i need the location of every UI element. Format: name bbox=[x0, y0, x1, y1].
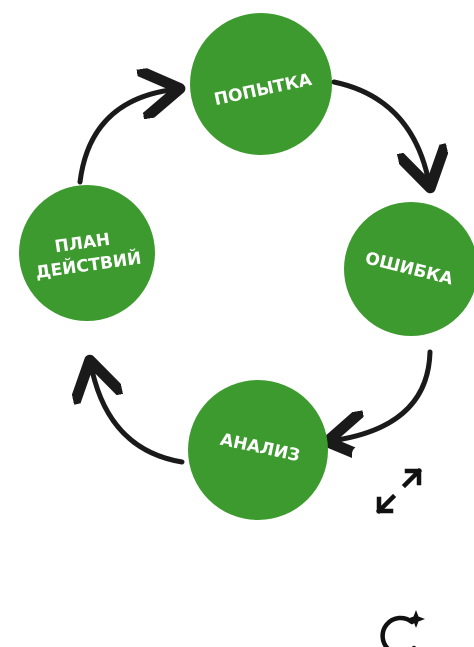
node-plan-circle bbox=[19, 185, 155, 321]
expand-button[interactable] bbox=[352, 446, 446, 536]
refresh-sparkle-icon bbox=[380, 610, 425, 647]
refresh-button[interactable] bbox=[360, 608, 440, 647]
node-error: ОШИБКА bbox=[344, 202, 474, 336]
node-attempt-circle bbox=[190, 13, 332, 155]
node-error-circle bbox=[344, 202, 474, 336]
arrow-attempt-to-error bbox=[331, 79, 428, 178]
arrow-error-to-analysis bbox=[337, 349, 433, 440]
expand-arrows-icon bbox=[375, 467, 423, 515]
arrow-analysis-to-plan bbox=[92, 370, 185, 465]
arrow-plan-to-attempt bbox=[77, 90, 170, 185]
node-analysis-circle bbox=[188, 380, 328, 520]
node-analysis: АНАЛИЗ bbox=[188, 380, 328, 520]
node-attempt: ПОПЫТКА bbox=[190, 13, 332, 155]
node-plan: ПЛАН ДЕЙСТВИЙ bbox=[19, 185, 155, 321]
